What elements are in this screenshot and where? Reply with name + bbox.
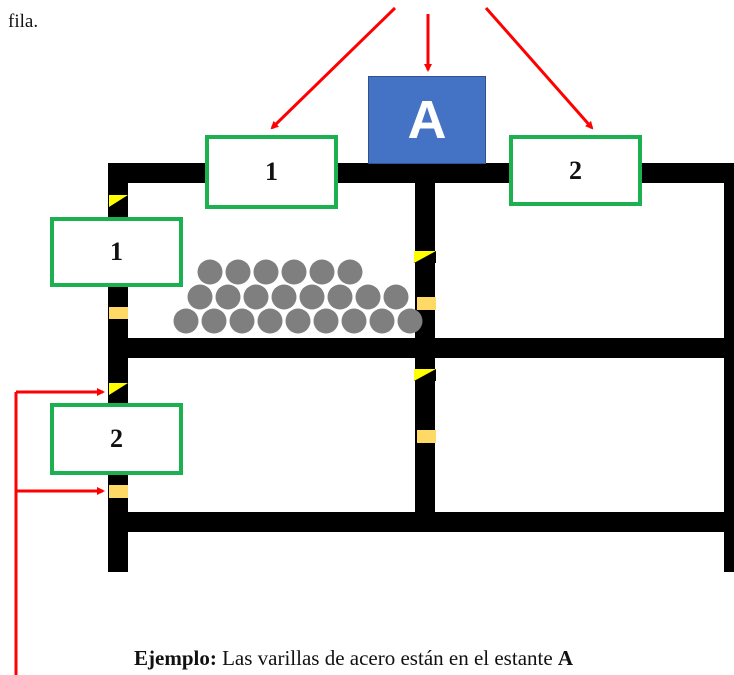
steel-bar — [299, 284, 325, 310]
steel-bar — [229, 308, 255, 334]
steel-bar — [173, 308, 199, 334]
steel-bar — [187, 284, 213, 310]
row-label-2-text: 2 — [110, 424, 123, 453]
example-sentence: Ejemplo: Las varillas de acero están en … — [134, 646, 573, 671]
example-lead: Ejemplo: — [134, 646, 217, 670]
steel-bar — [197, 259, 223, 285]
column-label-1-text: 1 — [265, 157, 278, 186]
intro-text: fila. — [8, 11, 39, 32]
steel-bar — [243, 284, 269, 310]
steel-bar — [337, 259, 363, 285]
row-label-1-text: 1 — [110, 237, 123, 266]
steel-bar — [281, 259, 307, 285]
steel-bar — [341, 308, 367, 334]
column-label-2: 2 — [509, 135, 642, 206]
steel-bar — [383, 284, 409, 310]
steel-bar — [253, 259, 279, 285]
shelf-frame — [108, 163, 734, 572]
steel-bar — [327, 284, 353, 310]
column-label-1: 1 — [205, 135, 338, 209]
column-label-2-text: 2 — [569, 155, 582, 185]
shelf-letter: A — [407, 90, 447, 150]
row-label-2: 2 — [50, 403, 183, 475]
row-label-1: 1 — [50, 217, 183, 287]
steel-bar — [215, 284, 241, 310]
shelf-letter-box: A — [368, 76, 486, 164]
steel-bar — [355, 284, 381, 310]
slot-markers — [109, 195, 436, 498]
steel-bar — [309, 259, 335, 285]
example-shelf-ref: A — [557, 646, 574, 670]
pointer-arrows — [14, 6, 594, 675]
steel-bar — [201, 308, 227, 334]
example-text: Las varillas de acero están en el estant… — [216, 646, 558, 670]
steel-bar — [313, 308, 339, 334]
steel-bar — [257, 308, 283, 334]
steel-bar — [397, 308, 423, 334]
steel-bar — [225, 259, 251, 285]
steel-bar — [285, 308, 311, 334]
steel-bars-stack — [173, 259, 423, 334]
steel-bar — [369, 308, 395, 334]
steel-bar — [271, 284, 297, 310]
